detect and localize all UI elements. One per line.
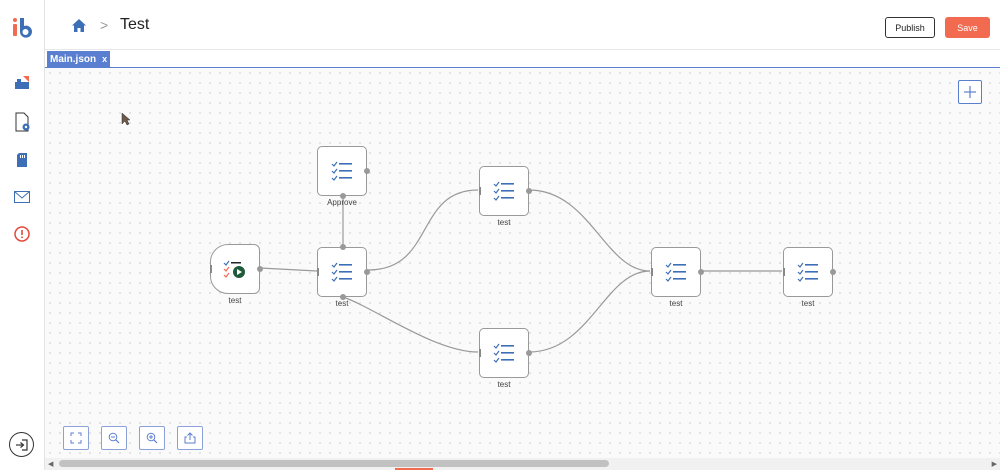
zoom-out-icon — [108, 432, 120, 444]
tab-close-button[interactable]: x — [102, 54, 108, 64]
logo — [13, 18, 32, 38]
tab-main-json[interactable]: Main.json x — [47, 51, 111, 68]
scroll-left-arrow-icon[interactable]: ◀ — [48, 461, 54, 468]
node-output-port[interactable] — [364, 269, 370, 275]
edge-top-merge — [528, 189, 651, 272]
page-title: Test — [120, 16, 150, 33]
node-input-port[interactable] — [340, 193, 346, 199]
scroll-right-arrow-icon[interactable]: ▶ — [991, 461, 997, 468]
node-input-port[interactable] — [479, 349, 481, 357]
edge-bottom-merge — [528, 270, 651, 353]
checklist-icon — [493, 181, 514, 201]
scroll-indicator — [395, 468, 433, 470]
edge-start-center — [259, 267, 318, 272]
checklist-icon — [493, 343, 514, 363]
node-label-top: test — [497, 218, 511, 227]
zoom-in-button[interactable] — [139, 426, 165, 450]
node-label-bottom: test — [497, 380, 511, 389]
node-input-port[interactable] — [210, 265, 212, 273]
plus-icon — [964, 86, 976, 98]
node-label-end: test — [801, 299, 815, 308]
edge-center-top — [367, 189, 479, 271]
workflow-canvas[interactable]: test Approve — [45, 68, 1000, 458]
mail-icon[interactable] — [12, 187, 32, 207]
node-top-port[interactable] — [340, 244, 346, 250]
workflow-node-merge[interactable] — [651, 247, 704, 297]
mouse-cursor-icon — [121, 112, 131, 126]
publish-button[interactable]: Publish — [885, 17, 935, 38]
header: > Test Publish Save — [45, 0, 1000, 50]
tab-label: Main.json — [50, 54, 97, 65]
checklist-icon — [665, 262, 686, 282]
node-output-port[interactable] — [830, 269, 836, 275]
logout-icon[interactable] — [9, 432, 34, 457]
workflow-node-end[interactable] — [783, 247, 836, 297]
edge-layer — [259, 189, 782, 353]
horizontal-scrollbar[interactable]: ◀ ▶ — [45, 458, 1000, 470]
document-settings-icon[interactable] — [12, 112, 32, 132]
checklist-icon — [797, 262, 818, 282]
workflow-node-approve[interactable] — [317, 146, 370, 199]
workflow-node-center[interactable] — [317, 244, 370, 300]
zoom-in-icon — [146, 432, 158, 444]
edge-center-bottom — [342, 296, 479, 353]
node-input-port[interactable] — [317, 268, 319, 276]
fit-view-icon — [70, 432, 82, 444]
task-play-icon — [223, 260, 245, 278]
node-input-port[interactable] — [479, 187, 481, 195]
zoom-out-button[interactable] — [101, 426, 127, 450]
workflow-node-bottom[interactable] — [479, 328, 532, 378]
breadcrumb-separator: > — [100, 17, 109, 33]
alert-icon[interactable] — [12, 224, 32, 244]
sd-card-icon[interactable] — [12, 150, 32, 170]
save-button[interactable]: Save — [945, 17, 990, 38]
node-label-start: test — [228, 296, 242, 305]
fit-view-button[interactable] — [63, 426, 89, 450]
node-label-center: test — [335, 299, 349, 308]
export-icon — [184, 432, 196, 444]
node-label-approve: Approve — [327, 198, 357, 207]
home-icon[interactable] — [71, 18, 87, 34]
sidebar — [0, 0, 45, 470]
node-input-port[interactable] — [651, 268, 653, 276]
node-output-port[interactable] — [364, 168, 370, 174]
checklist-icon — [331, 262, 352, 282]
workflow-node-top[interactable] — [479, 166, 532, 216]
tab-bar: Main.json x — [45, 50, 1000, 68]
checklist-icon — [331, 161, 352, 181]
node-output-port[interactable] — [526, 350, 532, 356]
scrollbar-thumb[interactable] — [59, 460, 609, 467]
add-node-button[interactable] — [958, 80, 982, 104]
node-input-port[interactable] — [783, 268, 785, 276]
dashboard-icon[interactable] — [12, 72, 32, 92]
workflow-node-start[interactable] — [210, 244, 263, 294]
node-output-port[interactable] — [698, 269, 704, 275]
node-output-port[interactable] — [526, 188, 532, 194]
node-label-merge: test — [669, 299, 683, 308]
node-bottom-port[interactable] — [340, 294, 346, 300]
node-output-port[interactable] — [257, 266, 263, 272]
export-button[interactable] — [177, 426, 203, 450]
